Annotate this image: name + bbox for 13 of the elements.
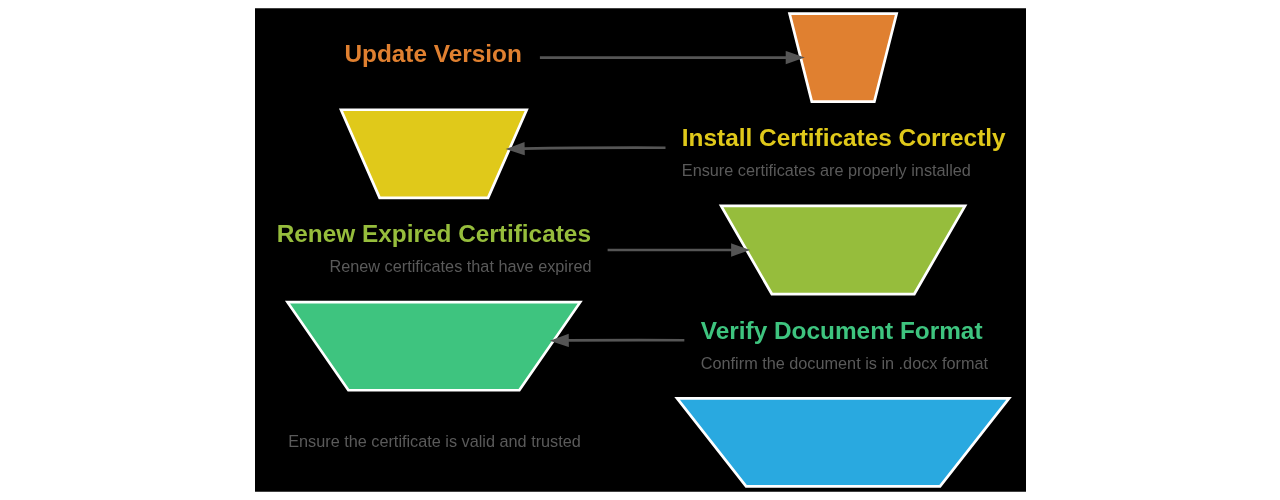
node-text: Renew Expired Certificates Renew certificates that have expired (276, 220, 591, 276)
label: Ensure the certificate is valid and trusted (287, 431, 581, 450)
node-text: Install Certificates Correctly Ensure certificates are properly installed (681, 124, 1006, 180)
node-trapezoid (673, 397, 1012, 488)
arrow (539, 50, 805, 65)
node-text: Verify Document Format Confirm the document is in .docx format (700, 316, 988, 372)
arrow (549, 333, 684, 348)
node-trapezoid (284, 300, 583, 392)
node-text: Update Version (343, 40, 522, 68)
arrow (607, 243, 750, 257)
node-trapezoid (718, 204, 967, 296)
arrow (505, 142, 665, 156)
node-trapezoid (338, 108, 529, 200)
